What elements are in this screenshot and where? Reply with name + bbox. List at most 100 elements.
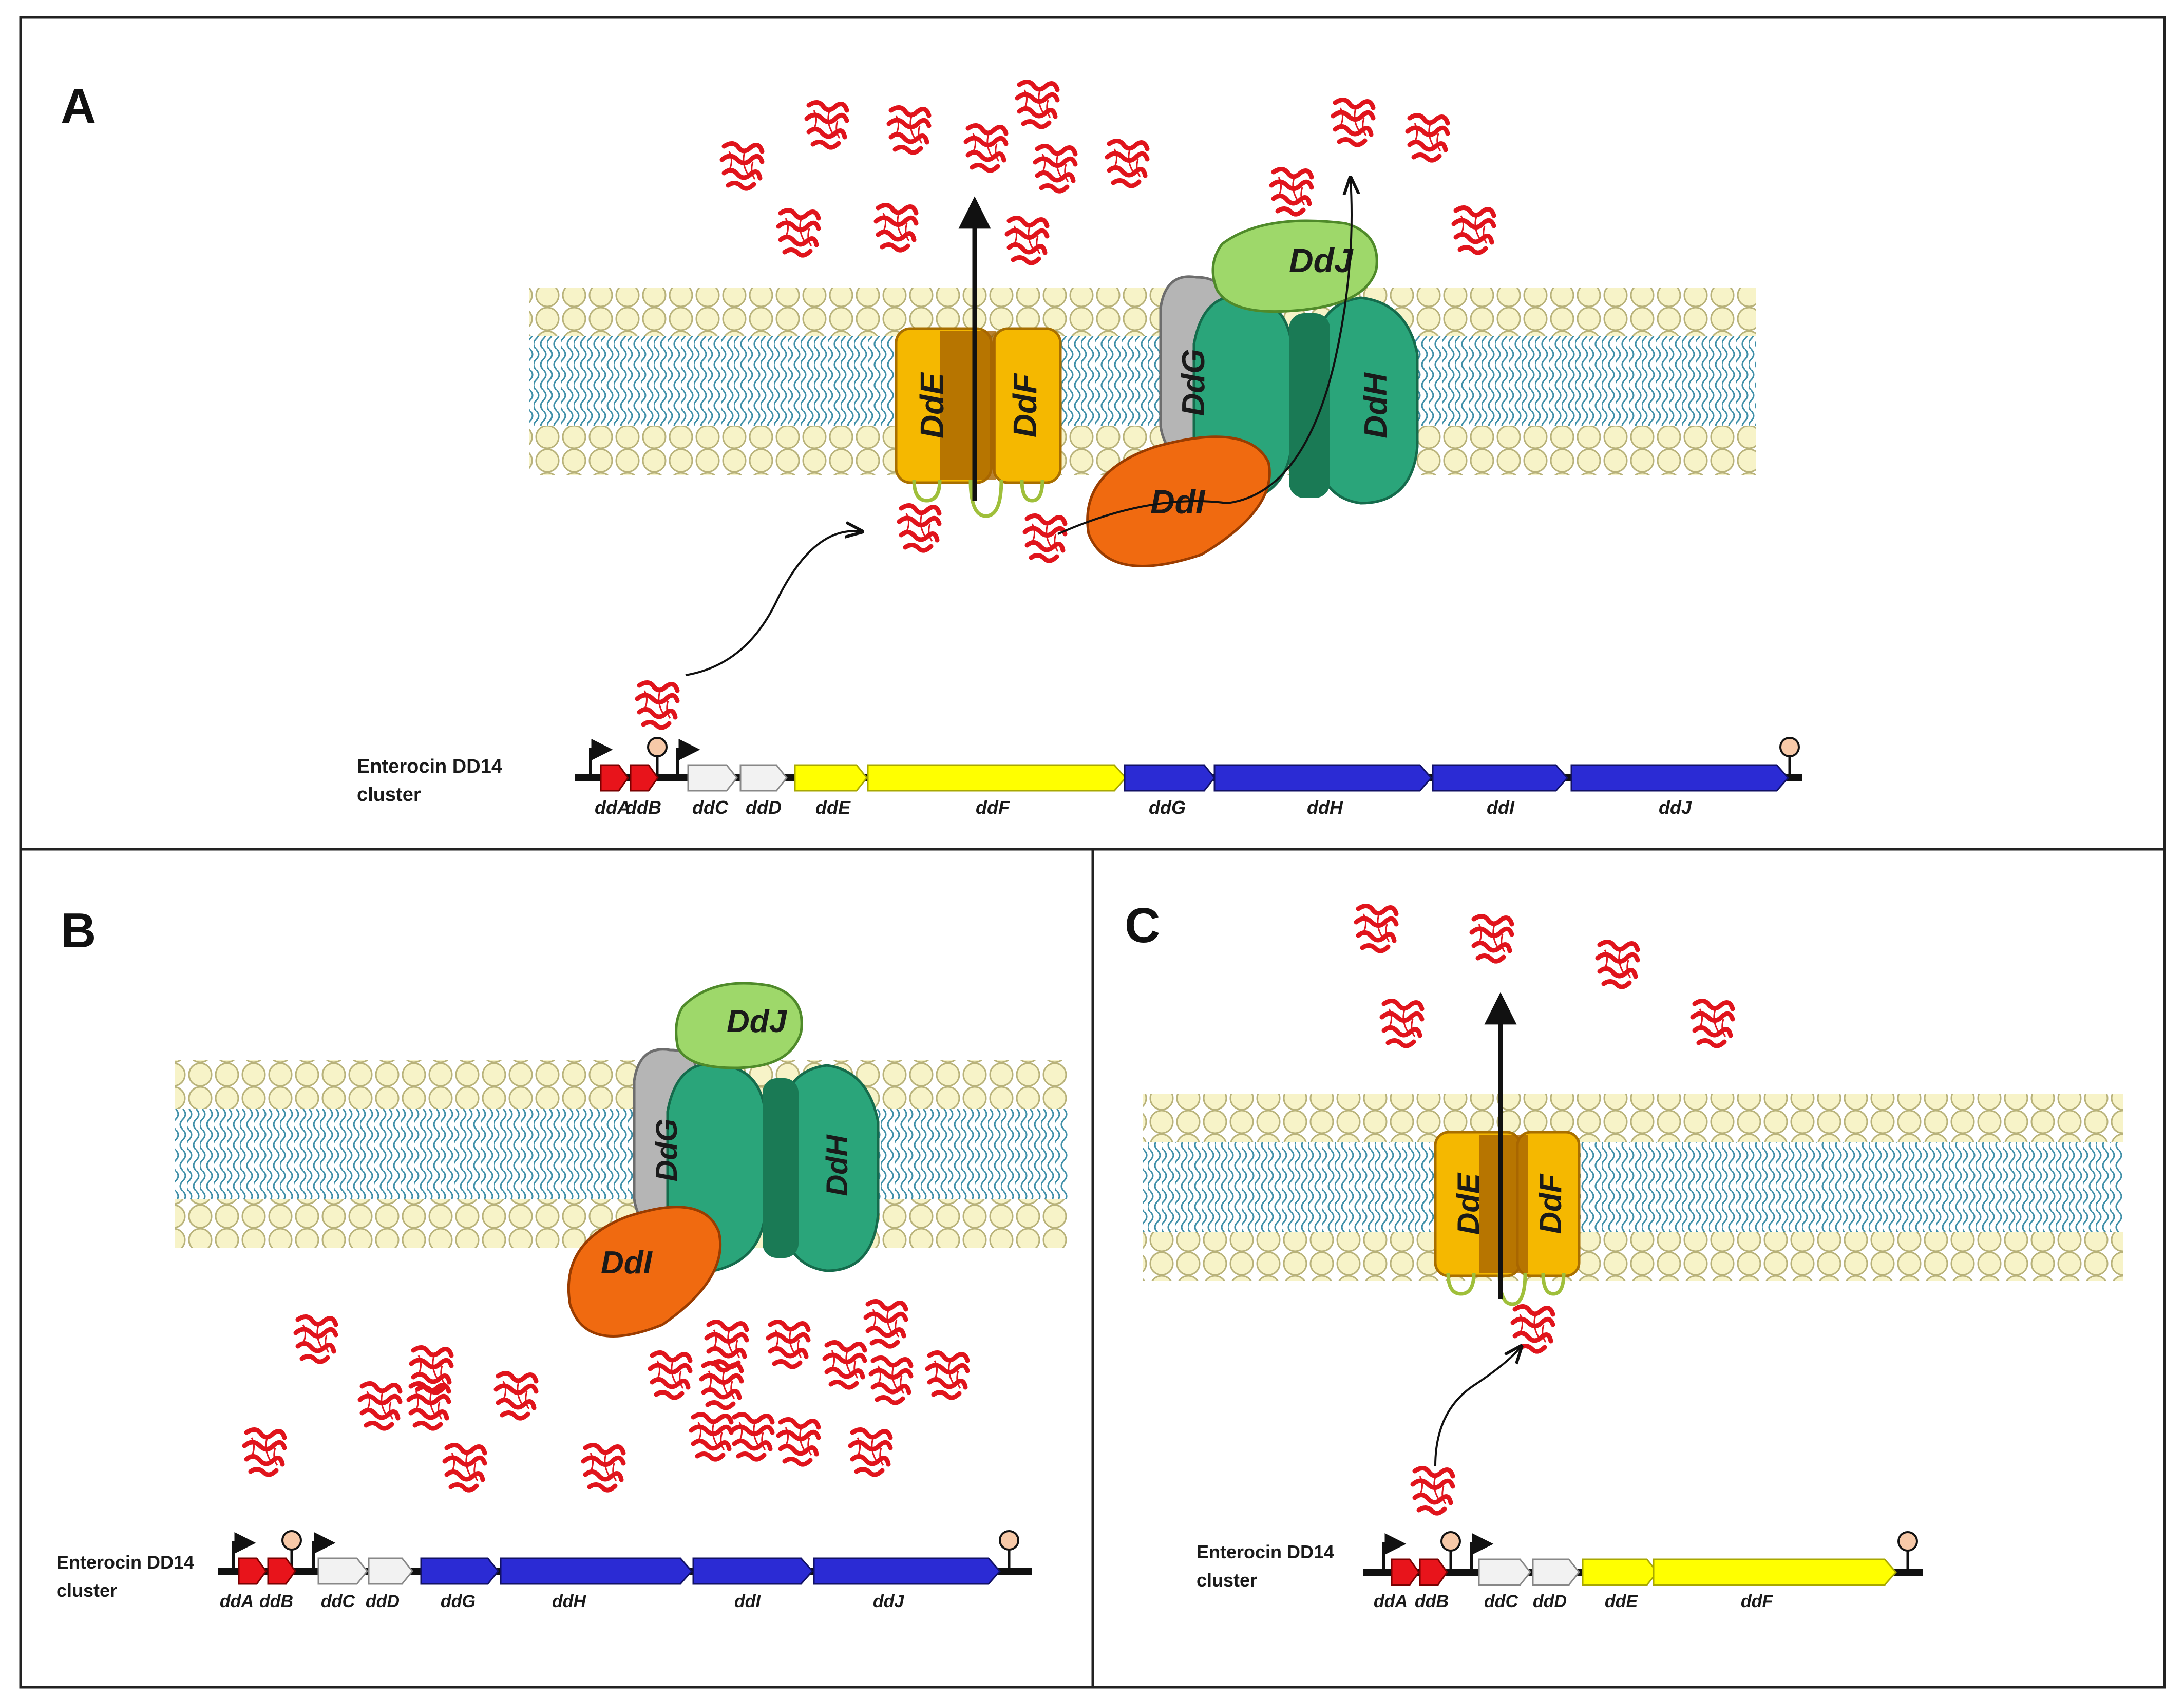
panel-a-export-arrow-complex	[1057, 180, 1352, 535]
peptide-icon	[850, 1429, 890, 1475]
ddh-label: DdH	[821, 1134, 854, 1196]
ddi-label: DdI	[601, 1245, 653, 1281]
peptide-icon	[807, 102, 847, 147]
peptide-icon	[889, 107, 929, 152]
ddg-label: DdG	[1176, 349, 1211, 416]
peptide-icon	[866, 1301, 906, 1346]
panel-c-frame	[1091, 848, 2166, 1689]
gene-label: ddG	[1149, 797, 1186, 818]
peptide-icon	[1513, 1306, 1553, 1351]
panel-a-curved-arrow	[685, 531, 860, 676]
peptide-icon	[701, 1363, 742, 1408]
panel-a-gene-cluster: Enterocin DD14 cluster ddA ddB ddC ddD d…	[357, 737, 1802, 818]
panel-a: DdE DdF DdG DdH DdI DdJ Enterocin DD14 c…	[357, 82, 1802, 818]
panel-b-membrane	[175, 1060, 1068, 1248]
gene-label: ddH	[1307, 797, 1343, 818]
panel-a-cluster-label-line2: cluster	[357, 784, 421, 806]
ddg-label: DdG	[650, 1119, 683, 1181]
gene-label: ddB	[259, 1592, 293, 1611]
panel-a-letter: A	[61, 79, 96, 134]
gene-label: ddI	[734, 1592, 762, 1611]
gene-label: ddH	[552, 1592, 587, 1611]
panel-b-ddghij-complex: DdG DdH DdI DdJ	[567, 982, 880, 1338]
panel-c-cluster-label-line1: Enterocin DD14	[1197, 1541, 1334, 1562]
panel-b: DdG DdH DdI DdJ	[56, 982, 1068, 1611]
peptide-icon	[1035, 146, 1075, 191]
gene-label: ddD	[746, 797, 782, 818]
peptide-icon	[1408, 115, 1448, 160]
peptide-icon	[1472, 916, 1512, 961]
gene-label: ddB	[625, 797, 661, 818]
panel-a-cluster-label-line1: Enterocin DD14	[357, 756, 502, 777]
peptide-icon	[637, 682, 677, 728]
ddf-label: DdF	[1533, 1173, 1568, 1234]
peptide-icon	[1271, 169, 1312, 214]
peptide-icon	[650, 1352, 690, 1398]
peptide-icon	[778, 1419, 819, 1464]
peptide-icon	[1598, 942, 1638, 987]
gene-label: ddB	[1415, 1592, 1449, 1611]
peptide-icon	[496, 1373, 536, 1418]
panel-c-membrane	[1143, 1094, 2123, 1281]
peptide-icon	[1454, 207, 1494, 253]
gene-label: ddE	[815, 797, 851, 818]
peptide-icon	[899, 505, 939, 550]
ddj-label: DdJ	[727, 1004, 788, 1039]
gene-label: ddJ	[1659, 797, 1692, 818]
gene-label: ddD	[1533, 1592, 1567, 1611]
panel-a-membrane	[529, 288, 1756, 475]
panel-c: DdE DdF Enterocin DD14 cluster ddA ddB d…	[1143, 906, 2123, 1611]
ddf-label: DdF	[1006, 373, 1043, 437]
gene-label: ddF	[976, 797, 1010, 818]
peptide-icon	[296, 1316, 336, 1362]
panel-b-gene-cluster: Enterocin DD14 cluster ddA ddB ddC ddD d…	[56, 1530, 1032, 1611]
peptide-icon	[707, 1322, 747, 1367]
peptide-icon	[445, 1445, 485, 1490]
peptide-icon	[825, 1342, 865, 1387]
peptide-icon	[1382, 1001, 1422, 1046]
peptide-icon	[778, 210, 819, 255]
gene-label: ddI	[1487, 797, 1515, 818]
gene-label: ddA	[220, 1592, 254, 1611]
dde-label: DdE	[1451, 1172, 1486, 1235]
peptide-icon	[1025, 515, 1065, 561]
peptide-icon	[722, 143, 762, 188]
panel-c-letter: C	[1125, 898, 1160, 953]
gene-label: ddC	[692, 797, 729, 818]
peptide-icon	[244, 1429, 284, 1475]
panel-c-curved-arrow	[1434, 1348, 1520, 1466]
gene-label: ddD	[366, 1592, 400, 1611]
peptide-icon	[927, 1352, 967, 1398]
peptide-icon	[691, 1414, 731, 1459]
ddh-label: DdH	[1358, 372, 1394, 438]
peptide-icon	[1693, 1001, 1733, 1046]
gene-label: ddJ	[873, 1592, 905, 1611]
gene-label: ddA	[595, 797, 631, 818]
peptide-icon	[583, 1445, 623, 1490]
gene-label: ddA	[1374, 1592, 1408, 1611]
peptide-icon	[768, 1322, 808, 1367]
gene-label: ddG	[441, 1592, 476, 1611]
peptide-icon	[732, 1414, 772, 1459]
peptide-icon	[871, 1358, 911, 1403]
peptide-icon	[360, 1383, 400, 1428]
panel-c-gene-cluster: Enterocin DD14 cluster ddA ddB ddC ddD d…	[1197, 1531, 1923, 1611]
peptide-icon	[966, 125, 1006, 170]
ddj-label: DdJ	[1289, 241, 1354, 279]
dde-label: DdE	[914, 372, 951, 438]
gene-label: ddE	[1605, 1592, 1639, 1611]
panel-a-ddef-transporter: DdE DdF	[895, 327, 1062, 518]
peptide-icon	[1356, 906, 1396, 951]
panel-b-cluster-label-line2: cluster	[56, 1580, 117, 1601]
peptide-icon	[1413, 1468, 1453, 1513]
peptide-icon	[1333, 100, 1373, 145]
panel-c-cluster-label-line2: cluster	[1197, 1570, 1257, 1591]
peptide-icon	[1107, 141, 1147, 186]
panel-b-letter: B	[61, 903, 96, 958]
gene-label: ddF	[1741, 1592, 1774, 1611]
gene-label: ddC	[1484, 1592, 1518, 1611]
gene-label: ddC	[321, 1592, 355, 1611]
peptide-icon	[876, 205, 916, 250]
peptide-icon	[1017, 82, 1057, 127]
